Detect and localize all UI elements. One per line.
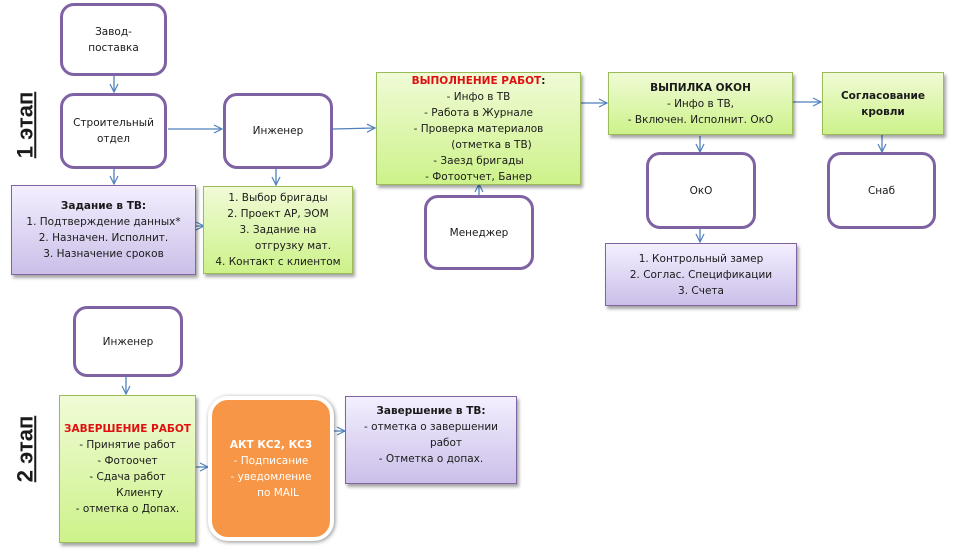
roof-approval-box: Согласование кровли (822, 72, 944, 135)
oko-task-item: 1. Контрольный замер (638, 252, 764, 265)
window-order-item: - Инфо в ТВ, (666, 97, 735, 110)
completion-tv-box: Завершение в ТВ: - отметка о завершении … (345, 396, 517, 484)
completion-tv-title: Завершение в ТВ: (376, 405, 486, 417)
supply-label: Снаб (867, 184, 896, 197)
supply-box: Снаб (827, 152, 936, 229)
window-order-item: - Включен. Исполнит. ОкО (627, 113, 774, 126)
engineer-tasks-box: 1. Выбор бригады 2. Проект АР, ЭОМ 3. За… (203, 186, 353, 274)
engineer-label: Инженер (252, 125, 304, 137)
work-execution-box: ВЫПОЛНЕНИЕ РАБОТ: - Инфо в ТВ - Работа в… (376, 72, 581, 185)
construction-line-2: отдел (97, 133, 130, 145)
engineer-task-item: отгрузку мат. (254, 240, 332, 252)
work-completion-item: - отметка о Допах. (75, 503, 180, 515)
work-execution-title-text: ВЫПОЛНЕНИЕ РАБОТ (411, 74, 542, 87)
completion-tv-item: - отметка о завершении (364, 421, 498, 433)
work-completion-item: Клиенту (116, 487, 163, 499)
engineer-task-item: 4. Контакт с клиентом (215, 256, 341, 268)
oko-label: ОкО (689, 184, 713, 197)
manager-box: Менеджер (424, 195, 534, 270)
engineer-stage2-box: Инженер (73, 306, 183, 377)
work-execution-item: (отметка в ТВ) (451, 138, 532, 151)
completion-tv-item: - Отметка о допах. (378, 453, 484, 465)
work-execution-item: - Заезд бригады (433, 154, 524, 167)
act-box: АКТ КС2, КС3 - Подписание - уведомление … (208, 396, 334, 541)
work-completion-item: - Принятие работ (79, 439, 176, 451)
work-execution-colon: : (541, 74, 546, 87)
task-tv-item: 2. Назначен. Исполнит. (38, 232, 169, 244)
task-tv-item: 1. Подтверждение данных* (26, 216, 181, 228)
arrow-engineer-to-execution (332, 128, 375, 129)
roof-line-1: Согласование (840, 89, 926, 102)
work-execution-item: - Работа в Журнале (424, 106, 533, 119)
work-execution-item: - Инфо в ТВ (446, 90, 511, 103)
oko-task-item: 3. Счета (678, 284, 724, 297)
manager-label: Менеджер (449, 226, 509, 239)
engineer-stage2-label: Инженер (102, 335, 154, 348)
work-execution-item: - Проверка материалов (413, 122, 544, 135)
oko-task-item: 2. Соглас. Спецификации (629, 268, 773, 281)
engineer-task-item: 1. Выбор бригады (228, 192, 328, 204)
task-tv-item: 3. Назначение сроков (43, 248, 164, 260)
engineer-box: Инженер (223, 93, 333, 169)
task-tv-title: Задание в ТВ: (60, 200, 147, 212)
factory-line-1: Завод- (95, 25, 132, 38)
oko-box: ОкО (646, 152, 756, 229)
window-order-box: ВЫПИЛКА ОКОН - Инфо в ТВ, - Включен. Исп… (608, 72, 793, 135)
oko-tasks-box: 1. Контрольный замер 2. Соглас. Специфик… (605, 243, 797, 306)
window-order-title: ВЫПИЛКА ОКОН (650, 81, 751, 94)
work-execution-item: - Фотоотчет, Банер (425, 170, 532, 183)
roof-line-2: кровли (861, 105, 905, 118)
factory-supply-box: Завод- поставка (60, 3, 167, 76)
engineer-task-item: 3. Задание на (239, 224, 317, 236)
work-completion-item: - Сдача работ (89, 471, 166, 483)
act-item: по MAIL (257, 486, 299, 499)
completion-tv-item: работ (429, 437, 463, 449)
work-completion-title: ЗАВЕРШЕНИЕ РАБОТ (64, 423, 191, 435)
work-completion-item: - Фотоочет (97, 455, 158, 467)
construction-line-1: Строительный (73, 117, 154, 129)
act-item: - уведомление (230, 470, 312, 483)
engineer-task-item: 2. Проект АР, ЭОМ (227, 208, 329, 220)
work-completion-box: ЗАВЕРШЕНИЕ РАБОТ - Принятие работ - Фото… (59, 395, 196, 543)
work-execution-title: ВЫПОЛНЕНИЕ РАБОТ: (412, 73, 546, 89)
act-item: - Подписание (233, 454, 309, 467)
task-tv-box: Задание в ТВ: 1. Подтверждение данных* 2… (11, 185, 196, 275)
construction-dept-box: Строительный отдел (60, 93, 167, 169)
act-title: АКТ КС2, КС3 (229, 438, 313, 451)
factory-line-2: поставка (88, 41, 139, 54)
